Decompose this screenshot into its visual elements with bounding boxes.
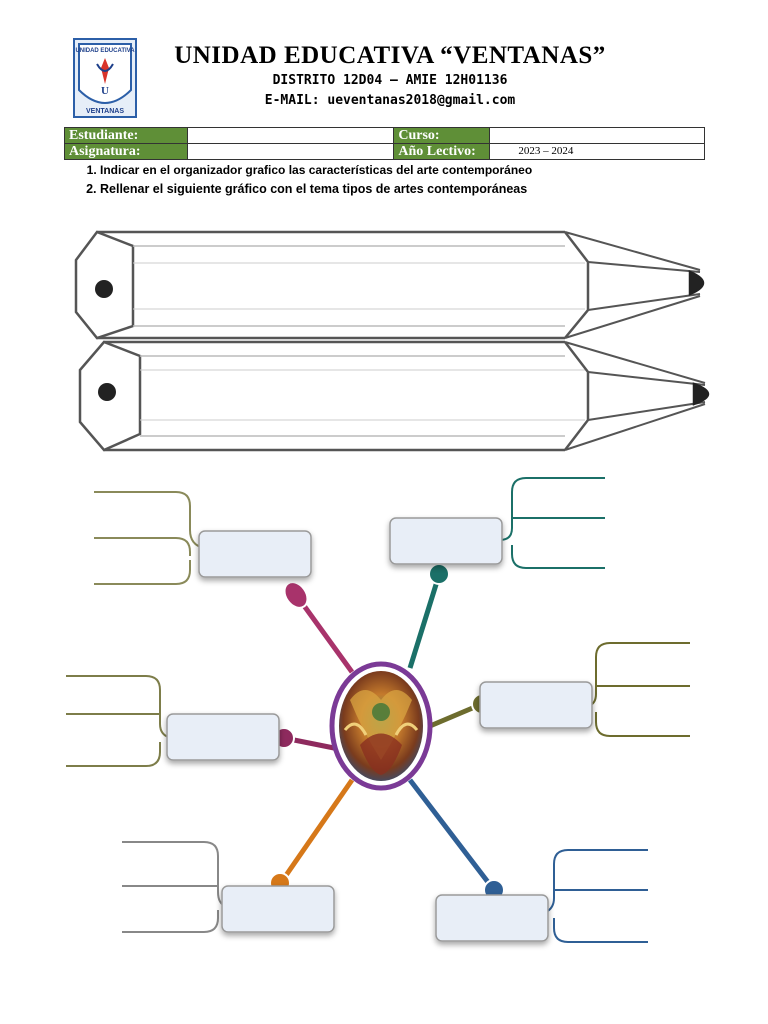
- branch-line-top-left: [294, 594, 355, 674]
- email-line: E-MAIL: ueventanas2018@gmail.com: [264, 93, 516, 108]
- topic-box-bottom-right[interactable]: [435, 894, 549, 942]
- subject-label: Asignatura:: [64, 143, 188, 160]
- table-row: Asignatura: Año Lectivo: 2023 – 2024: [64, 143, 705, 160]
- topic-box-mid-left[interactable]: [166, 713, 280, 761]
- year-field[interactable]: 2023 – 2024: [489, 143, 705, 160]
- student-label: Estudiante:: [64, 127, 188, 144]
- branch-line-bottom-left: [277, 778, 355, 886]
- district-line: DISTRITO 12D04 – AMIE 12H01136: [272, 73, 508, 88]
- bracket-lines-top-right: [499, 477, 605, 569]
- topic-box-top-right[interactable]: [389, 517, 503, 565]
- course-label: Curso:: [393, 127, 491, 144]
- logo-text-top: UNIDAD EDUCATIVA: [75, 48, 135, 54]
- table-row: Estudiante: Curso:: [64, 127, 705, 144]
- branch-line-bottom-right: [408, 778, 496, 892]
- topic-box-top-left[interactable]: [198, 530, 312, 578]
- instruction-item: Indicar en el organizador grafico las ca…: [100, 163, 532, 177]
- instructions-list: Indicar en el organizador grafico las ca…: [60, 163, 532, 201]
- mind-map: [66, 477, 690, 943]
- pencil-shape-1: [74, 230, 705, 340]
- logo-text-bottom: VENTANAS: [86, 108, 124, 115]
- student-info-table: Estudiante: Curso: Asignatura: Año Lecti…: [64, 127, 705, 160]
- topic-box-bottom-left[interactable]: [221, 885, 335, 933]
- student-field[interactable]: [186, 127, 395, 144]
- branch-line-top-right: [407, 574, 442, 669]
- year-label: Año Lectivo:: [393, 143, 491, 160]
- bracket-lines-bottom-left: [122, 841, 227, 933]
- bracket-lines-mid-right: [587, 642, 690, 737]
- course-field[interactable]: [489, 127, 705, 144]
- center-art-image: [329, 661, 433, 791]
- branch-knob: [428, 563, 450, 585]
- svg-text:U: U: [101, 85, 109, 97]
- bracket-lines-bottom-right: [545, 849, 648, 943]
- bracket-lines-top-left: [94, 491, 205, 585]
- instruction-item: Rellenar el siguiente gráfico con el tem…: [100, 182, 532, 196]
- bracket-lines-mid-left: [66, 675, 173, 767]
- school-title: UNIDAD EDUCATIVA “VENTANAS”: [174, 42, 606, 69]
- school-logo: UNIDAD EDUCATIVA U VENTANAS: [73, 38, 137, 118]
- branch-knob: [283, 581, 309, 609]
- pencil-shape-2: [78, 340, 710, 452]
- topic-box-mid-right[interactable]: [479, 681, 593, 729]
